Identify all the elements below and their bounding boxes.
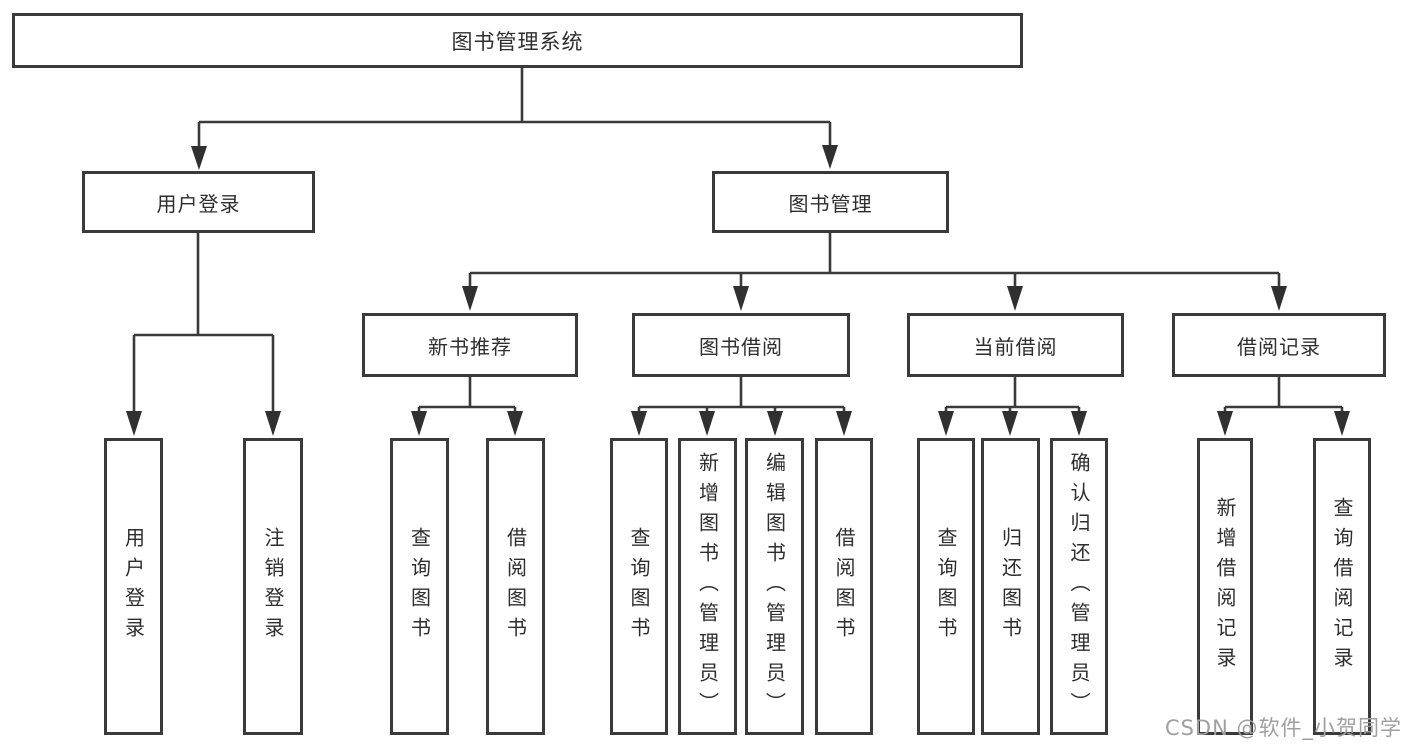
leaf-borrow-books-recommend: 借阅图书 [486,438,545,735]
leaf-return-books: 归还图书 [981,438,1040,735]
node-borrowing-records: 借阅记录 [1172,313,1386,377]
node-label: 新书推荐 [428,334,512,359]
leaf-label: 查询图书 [934,526,958,647]
leaf-label: 查询图书 [627,526,651,647]
leaf-edit-books-admin: 编辑图书（管理员） [745,438,804,735]
node-book-borrowing: 图书借阅 [632,313,850,377]
leaf-label: 新增图书（管理员） [695,451,720,722]
leaf-label: 确认归还（管理员） [1067,451,1091,722]
leaf-query-books-recommend: 查询图书 [390,438,449,735]
leaf-user-login: 用户登录 [104,438,163,735]
node-label: 图书借阅 [699,334,783,359]
leaf-query-books-borrowing: 查询图书 [610,438,668,735]
leaf-label: 查询借阅记录 [1330,496,1354,677]
node-user-login: 用户登录 [82,171,315,233]
node-label: 图书管理系统 [451,29,584,54]
node-label: 当前借阅 [973,334,1058,359]
node-label: 图书管理 [788,191,873,216]
arrowheads [126,145,1350,436]
leaf-label: 新增借阅记录 [1213,496,1237,677]
leaf-query-books-current: 查询图书 [917,438,975,735]
leaf-add-borrow-record: 新增借阅记录 [1197,438,1253,735]
leaf-label: 注销登录 [261,526,285,647]
node-library-management-system: 图书管理系统 [12,13,1023,68]
leaf-label: 借阅图书 [503,526,528,647]
leaf-add-books-admin: 新增图书（管理员） [678,438,737,735]
leaf-borrow-books: 借阅图书 [815,438,873,735]
node-new-book-recommendation: 新书推荐 [362,313,578,377]
leaf-label: 借阅图书 [832,526,856,647]
csdn-watermark: CSDN @软件_小贺同学 [1164,716,1402,740]
leaf-label: 查询图书 [407,526,432,647]
leaf-confirm-return-admin: 确认归还（管理员） [1050,438,1108,735]
node-book-management: 图书管理 [712,171,949,233]
node-label: 借阅记录 [1237,334,1321,359]
leaf-logout-login: 注销登录 [243,438,303,735]
node-label: 用户登录 [156,191,241,216]
leaf-label: 用户登录 [121,526,146,647]
leaf-label: 编辑图书（管理员） [762,451,787,722]
leaf-label: 归还图书 [998,526,1023,647]
leaf-query-borrow-record: 查询借阅记录 [1313,438,1371,735]
node-current-borrowing: 当前借阅 [907,313,1124,377]
